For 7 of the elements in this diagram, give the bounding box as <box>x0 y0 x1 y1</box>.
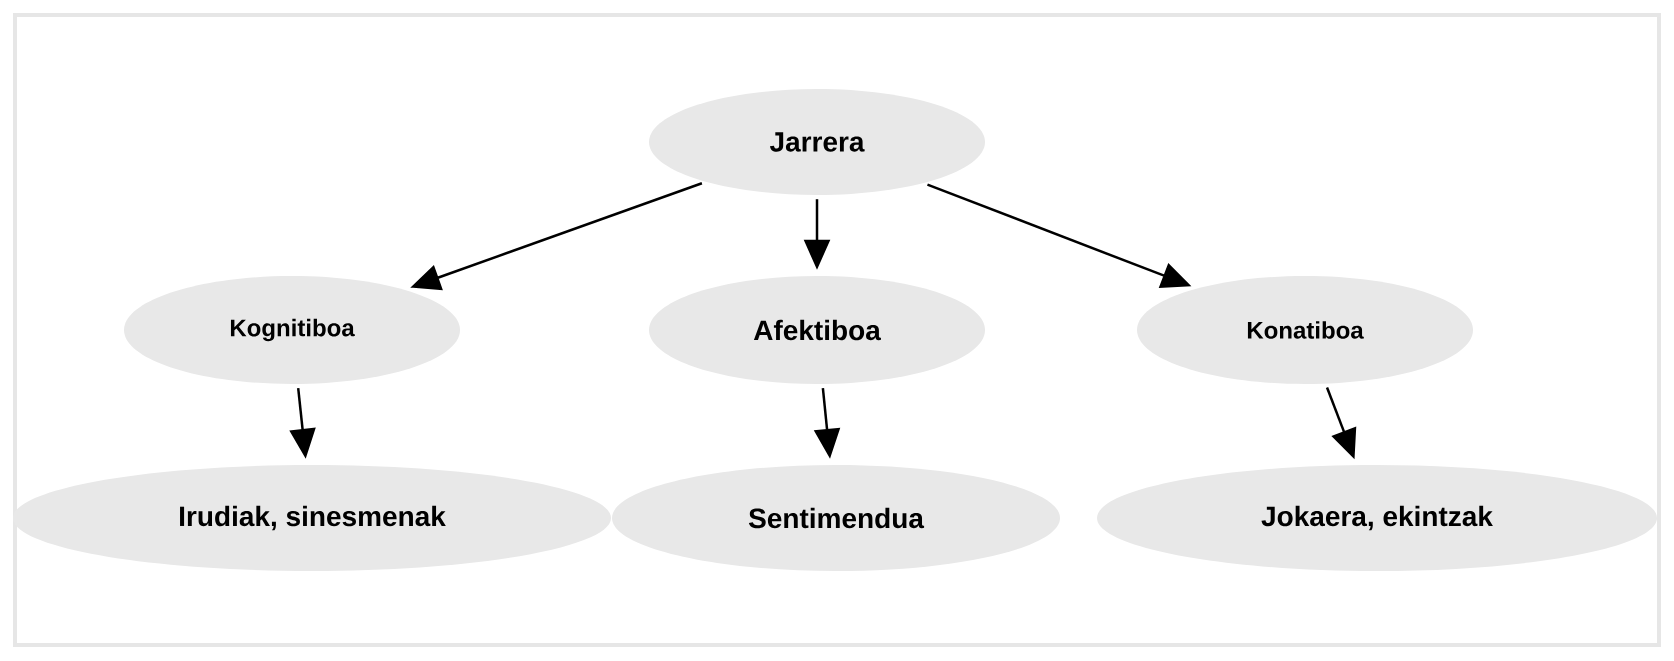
ellipse-node: Konatiboa <box>1137 276 1473 384</box>
ellipse-node: Jokaera, ekintzak <box>1097 465 1657 571</box>
ellipse-node: Sentimendua <box>612 465 1060 571</box>
ellipse-node: Kognitiboa <box>124 276 460 384</box>
ellipse-node: Afektiboa <box>649 276 985 384</box>
ellipse-node: Irudiak, sinesmenak <box>13 465 611 571</box>
ellipse-node: Jarrera <box>649 89 985 195</box>
